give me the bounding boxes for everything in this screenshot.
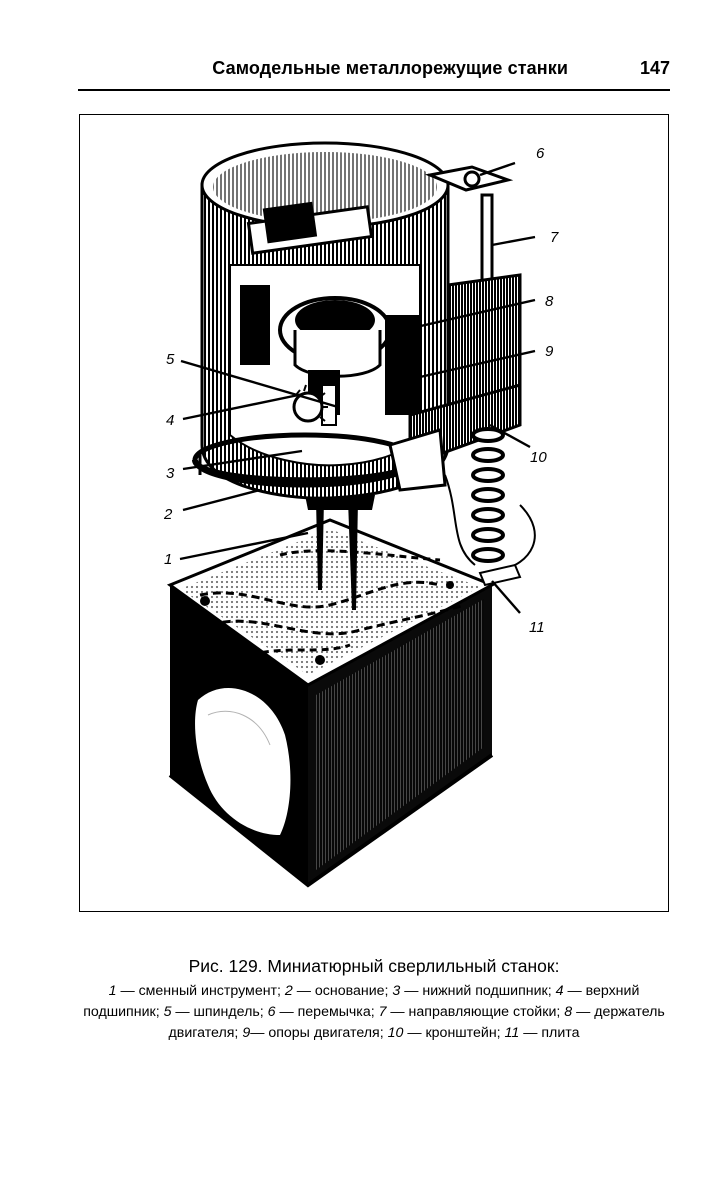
- spring: [471, 427, 505, 563]
- running-title: Самодельные металлорежущие станки: [212, 58, 568, 78]
- callout-5: 5: [166, 351, 175, 368]
- legend-text: — направляющие стойки;: [386, 1004, 565, 1020]
- legend-number: 7: [378, 1004, 387, 1020]
- callout-11: 11: [529, 619, 545, 636]
- callout-4: 4: [166, 412, 175, 429]
- figure-caption: Рис. 129. Миниатюрный сверлильный станок…: [72, 956, 676, 1044]
- callout-9: 9: [545, 343, 554, 360]
- leader-lines: [179, 161, 536, 614]
- figure-frame: 6 7 8 9 10 5 4 3 2 1 11: [79, 114, 669, 912]
- legend-number: 10: [387, 1025, 404, 1041]
- legend-text: — перемычка;: [275, 1004, 379, 1020]
- callout-6: 6: [536, 145, 545, 162]
- legend-number: 8: [564, 1004, 573, 1020]
- legend-text: — шпиндель;: [171, 1004, 268, 1020]
- spindle-tool: [305, 495, 375, 610]
- base-box: [166, 518, 496, 888]
- header-rule: [78, 89, 670, 91]
- page-header: Самодельные металлорежущие станки 147: [78, 58, 670, 91]
- legend-text: — основание;: [292, 983, 393, 999]
- legend-number: 9: [242, 1025, 251, 1041]
- callout-8: 8: [545, 293, 554, 310]
- legend-number: 11: [504, 1025, 520, 1041]
- caption-legend: 1 — сменный инструмент; 2 — основание; 3…: [72, 981, 676, 1044]
- legend-number: 4: [555, 983, 564, 999]
- legend-text: — держатель двигателя;: [168, 1004, 665, 1041]
- legend-number: 5: [163, 1004, 172, 1020]
- legend-text: — опоры двигателя;: [250, 1025, 388, 1041]
- legend-number: 6: [267, 1004, 276, 1020]
- callout-10: 10: [530, 449, 547, 466]
- legend-number: 2: [284, 983, 293, 999]
- drill-press-illustration: [166, 141, 536, 888]
- callout-3: 3: [166, 465, 175, 482]
- legend-number: 3: [392, 983, 401, 999]
- legend-text: — плита: [519, 1025, 580, 1041]
- legend-text: — сменный инструмент;: [116, 983, 285, 999]
- page-number: 147: [639, 58, 670, 78]
- callout-2: 2: [164, 506, 173, 523]
- legend-number: 1: [108, 983, 117, 999]
- callout-1: 1: [164, 551, 173, 568]
- callout-7: 7: [550, 229, 559, 246]
- legend-text: — кронштейн;: [403, 1025, 505, 1041]
- caption-title: Рис. 129. Миниатюрный сверлильный станок…: [188, 956, 560, 976]
- motor-housing: [192, 141, 450, 500]
- legend-text: — нижний подшипник;: [400, 983, 556, 999]
- legend-text: — верхний подшипник;: [83, 983, 640, 1020]
